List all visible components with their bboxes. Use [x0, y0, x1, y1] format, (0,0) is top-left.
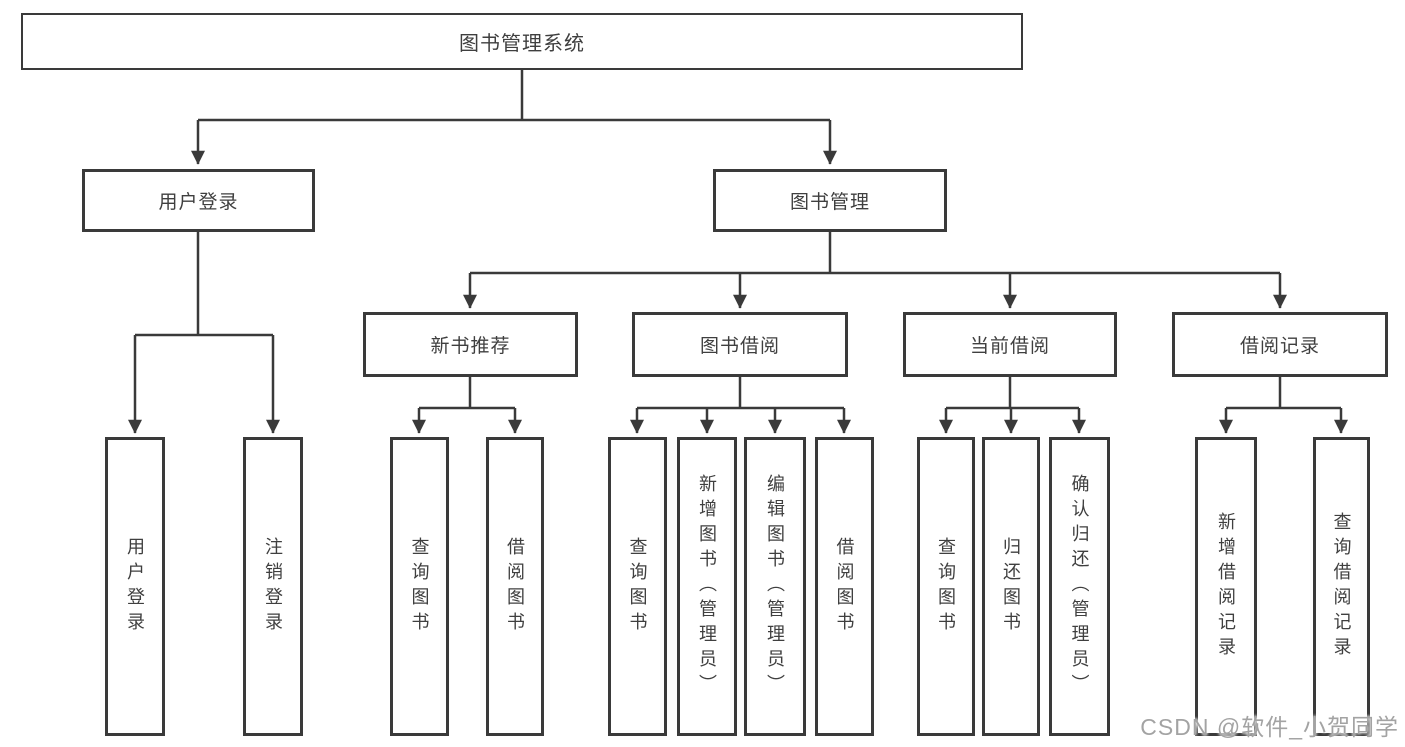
- node-borrow-records-label: 借阅记录: [1239, 336, 1320, 357]
- csdn-watermark: CSDN @软件_小贺同学: [1140, 714, 1399, 740]
- leaf-borrow-borrow-books-label: 借阅图书: [834, 536, 855, 637]
- leaf-borrow-add-books-admin: 新增图书（管理员）: [677, 437, 737, 736]
- leaf-borrow-query-books: 查询图书: [608, 437, 667, 736]
- connector-user-login: [128, 232, 280, 434]
- leaf-user-login: 用户登录: [105, 437, 165, 736]
- leaf-borrow-add-books-admin-label: 新增图书（管理员）: [697, 474, 717, 699]
- node-user-login: 用户登录: [82, 169, 315, 232]
- node-user-login-label: 用户登录: [158, 192, 239, 213]
- leaf-current-return-books: 归还图书: [982, 437, 1040, 736]
- leaf-current-query-books-label: 查询图书: [936, 536, 956, 637]
- node-book-management-label: 图书管理: [789, 192, 870, 213]
- leaf-newbook-query-books: 查询图书: [390, 437, 449, 736]
- leaf-borrow-edit-books-admin-label: 编辑图书（管理员）: [765, 474, 785, 699]
- leaf-newbook-borrow-books: 借阅图书: [486, 437, 544, 736]
- leaf-records-query-record-label: 查询借阅记录: [1331, 511, 1352, 662]
- leaf-records-query-record: 查询借阅记录: [1313, 437, 1370, 736]
- leaf-records-add-record: 新增借阅记录: [1195, 437, 1257, 736]
- leaf-logout: 注销登录: [243, 437, 303, 736]
- connector-book-borrow: [630, 377, 851, 434]
- node-current-borrow: 当前借阅: [903, 312, 1117, 377]
- connector-new-book-recommend: [412, 377, 522, 434]
- node-book-management: 图书管理: [713, 169, 947, 232]
- connector-current-borrow: [939, 377, 1086, 434]
- node-new-book-recommend-label: 新书推荐: [430, 336, 511, 357]
- connector-borrow-records: [1219, 377, 1348, 434]
- leaf-current-confirm-return-admin-label: 确认归还（管理员）: [1069, 474, 1090, 699]
- node-current-borrow-label: 当前借阅: [969, 336, 1050, 357]
- leaf-current-return-books-label: 归还图书: [1001, 536, 1021, 637]
- leaf-current-confirm-return-admin: 确认归还（管理员）: [1049, 437, 1110, 736]
- leaf-records-add-record-label: 新增借阅记录: [1216, 511, 1236, 662]
- node-book-borrow: 图书借阅: [632, 312, 848, 377]
- connector-root: [191, 70, 837, 165]
- leaf-current-query-books: 查询图书: [917, 437, 975, 736]
- leaf-newbook-borrow-books-label: 借阅图书: [505, 536, 525, 637]
- node-library-system: 图书管理系统: [21, 13, 1023, 70]
- node-library-system-label: 图书管理系统: [459, 33, 585, 55]
- leaf-newbook-query-books-label: 查询图书: [409, 536, 430, 637]
- leaf-borrow-query-books-label: 查询图书: [627, 536, 648, 637]
- connector-book-management: [463, 232, 1287, 309]
- leaf-borrow-borrow-books: 借阅图书: [815, 437, 874, 736]
- node-borrow-records: 借阅记录: [1172, 312, 1388, 377]
- leaf-borrow-edit-books-admin: 编辑图书（管理员）: [744, 437, 806, 736]
- node-book-borrow-label: 图书借阅: [699, 336, 780, 357]
- leaf-user-login-label: 用户登录: [125, 536, 145, 637]
- leaf-logout-label: 注销登录: [263, 536, 283, 637]
- node-new-book-recommend: 新书推荐: [363, 312, 578, 377]
